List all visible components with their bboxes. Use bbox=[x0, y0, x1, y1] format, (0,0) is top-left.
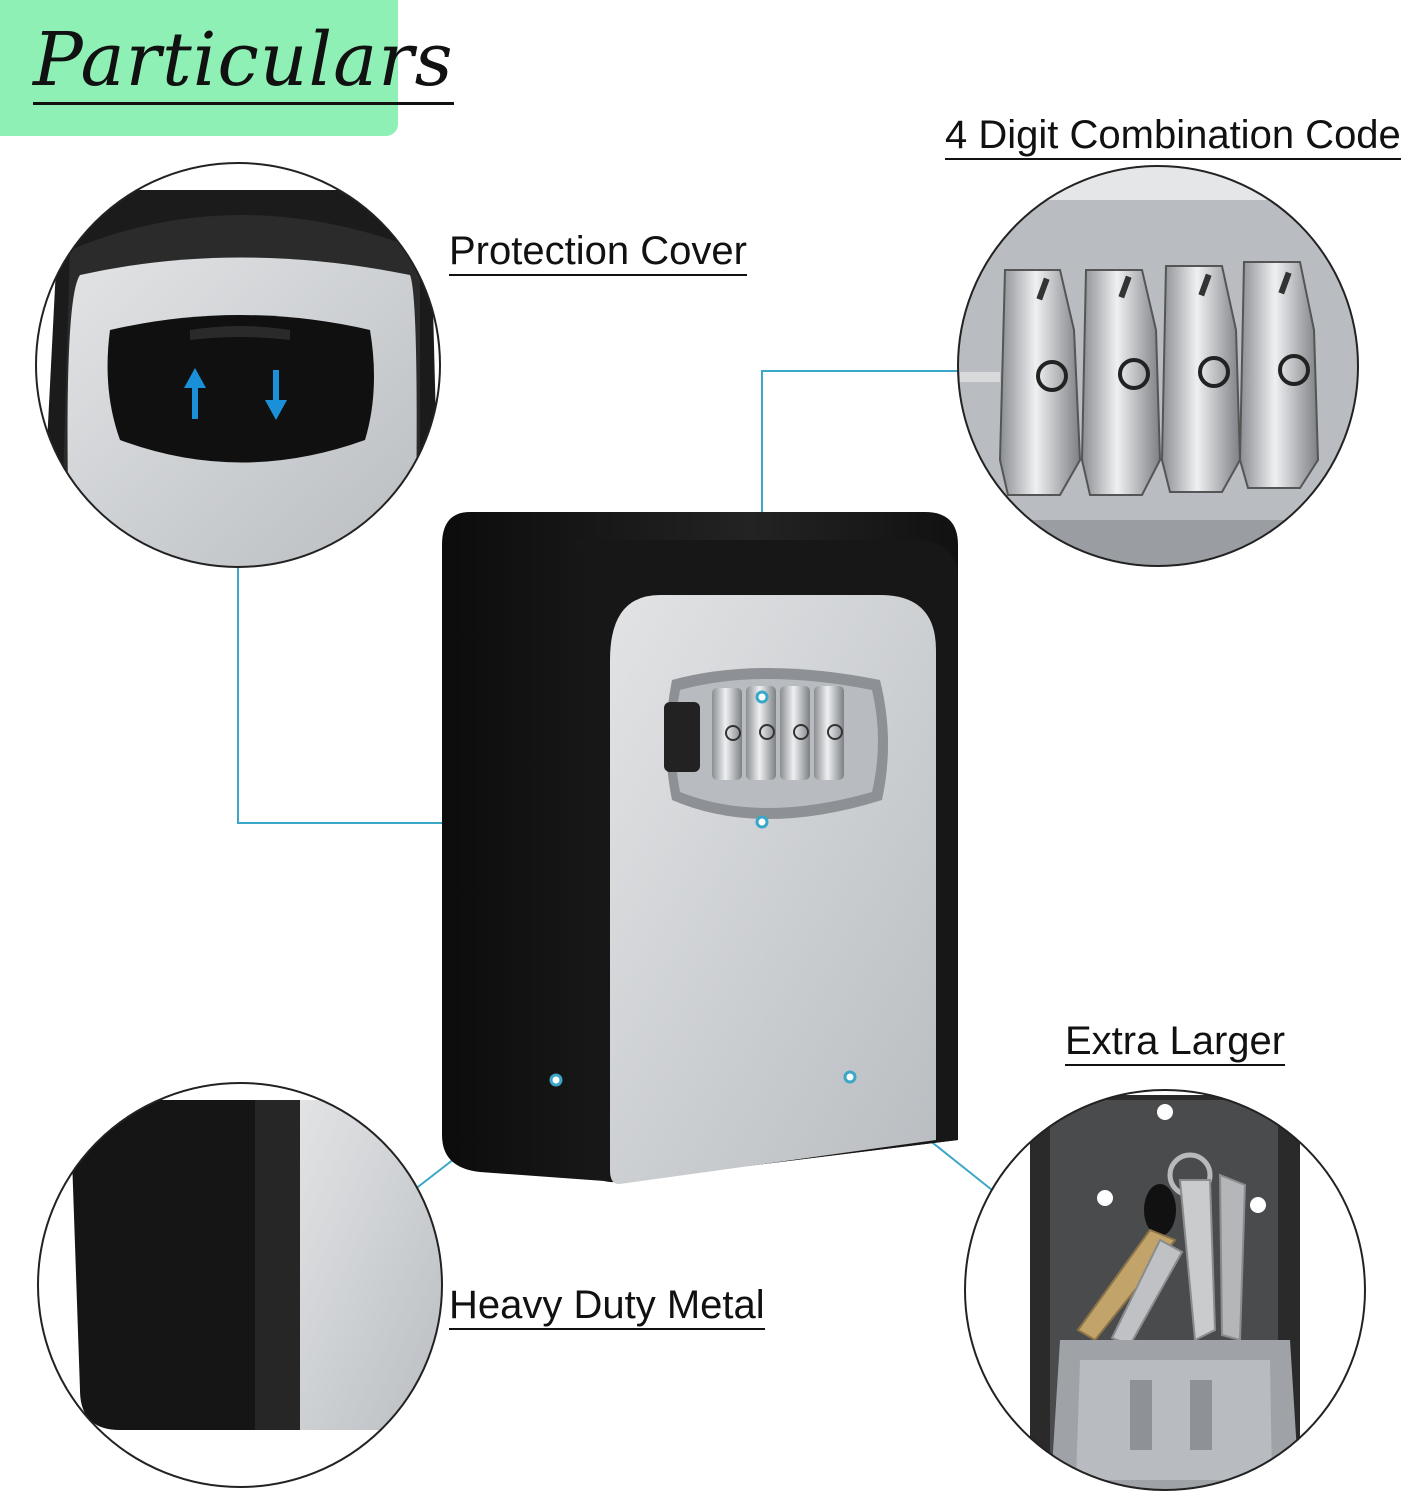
detail-circle-metal bbox=[37, 1082, 443, 1488]
callout-dot-larger bbox=[843, 1070, 857, 1084]
callout-dot-metal bbox=[549, 1073, 563, 1087]
label-protection-cover: Protection Cover bbox=[449, 228, 747, 276]
detail-circle-cover bbox=[35, 162, 441, 568]
detail-circle-interior bbox=[964, 1089, 1366, 1491]
latch-button bbox=[664, 702, 700, 772]
dials-main bbox=[712, 686, 844, 780]
detail-circle-dials bbox=[957, 165, 1359, 567]
label-combination-code: 4 Digit Combination Code bbox=[945, 112, 1401, 160]
lockbox-main bbox=[442, 512, 958, 1185]
callout-dot-dials bbox=[755, 690, 769, 704]
label-extra-larger: Extra Larger bbox=[1065, 1018, 1286, 1066]
page-title: Particulars bbox=[33, 17, 454, 105]
callout-dot-cover bbox=[755, 815, 769, 829]
up-down-arrows-icon bbox=[184, 368, 287, 420]
label-heavy-duty-metal: Heavy Duty Metal bbox=[449, 1282, 765, 1330]
keys bbox=[1076, 1152, 1247, 1347]
title-badge: Particulars bbox=[0, 0, 454, 136]
